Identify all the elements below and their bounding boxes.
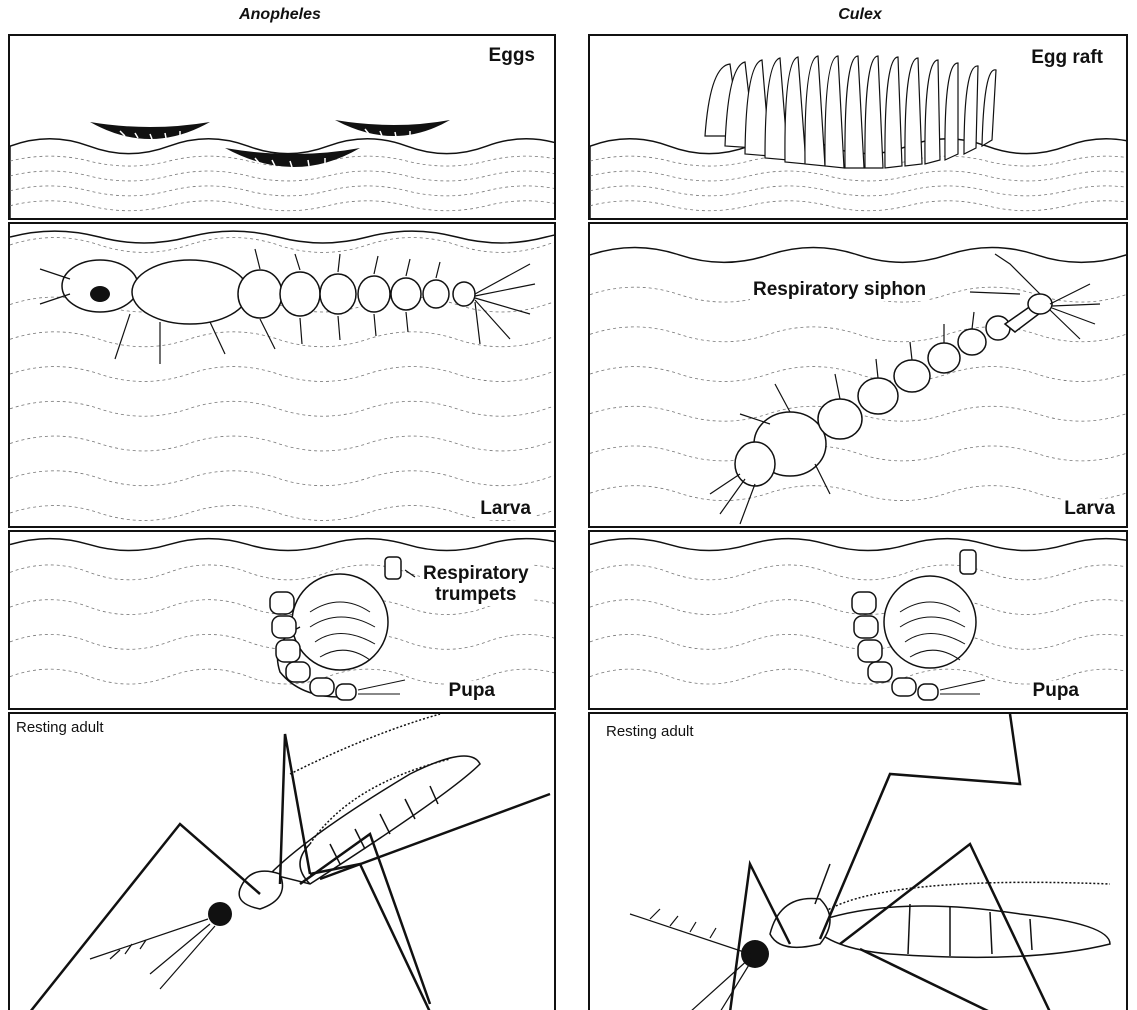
anopheles-larva-panel: Larva — [8, 222, 556, 528]
culex-adult-illustration — [590, 714, 1128, 1010]
culex-adult-panel: Resting adult — [588, 712, 1128, 1010]
anopheles-larva-illustration — [10, 224, 556, 528]
culex-larva-label: Larva — [1061, 499, 1118, 520]
anopheles-larva-label: Larva — [477, 499, 534, 520]
culex-larva-panel: Respiratory siphon Larva — [588, 222, 1128, 528]
culex-pupa-label: Pupa — [1030, 681, 1082, 702]
anopheles-adult-illustration — [10, 714, 556, 1010]
anopheles-pupa-label: Pupa — [446, 681, 498, 702]
culex-larva-note: Respiratory siphon — [750, 280, 929, 301]
anopheles-eggs-label: Eggs — [486, 46, 538, 67]
anopheles-pupa-note: Respiratory trumpets — [420, 564, 532, 606]
anopheles-eggs-illustration — [10, 36, 556, 220]
culex-eggs-label: Egg raft — [1028, 48, 1106, 69]
culex-title: Culex — [780, 6, 940, 24]
culex-eggs-panel: Egg raft — [588, 34, 1128, 220]
anopheles-title: Anopheles — [200, 6, 360, 24]
anopheles-eggs-panel: Eggs — [8, 34, 556, 220]
anopheles-adult-panel: Resting adult — [8, 712, 556, 1010]
culex-larva-illustration — [590, 224, 1128, 528]
anopheles-pupa-panel: Respiratory trumpets Pupa — [8, 530, 556, 710]
culex-pupa-panel: Pupa — [588, 530, 1128, 710]
anopheles-adult-label: Resting adult — [16, 720, 104, 737]
culex-adult-label: Resting adult — [606, 724, 694, 741]
